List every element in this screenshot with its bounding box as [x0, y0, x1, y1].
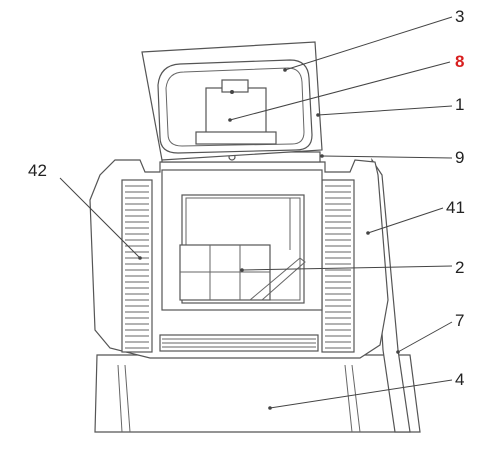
leader-dot-9	[320, 154, 324, 158]
callout-labels: 3 8 1 9 42 41 2 7 4	[28, 7, 465, 389]
leader-lines	[59, 16, 453, 410]
leader-line-7	[397, 321, 453, 353]
lid	[141, 41, 323, 161]
leader-line-1	[317, 105, 453, 116]
left-vent-grille	[121, 179, 153, 353]
callout-label-4: 4	[455, 370, 464, 389]
leader-dot-3	[283, 68, 287, 72]
leader-line-9	[321, 155, 453, 159]
leader-line-41	[367, 207, 444, 234]
leader-line-3	[284, 16, 453, 71]
callout-label-8: 8	[455, 52, 464, 71]
leader-line-8	[229, 61, 451, 121]
leader-dot-2	[240, 268, 244, 272]
inner-chamber	[161, 169, 323, 311]
leader-dot-41	[366, 231, 370, 235]
leader-dot-7	[396, 350, 400, 354]
leader-line-4	[269, 379, 453, 409]
callout-label-3: 3	[455, 7, 464, 26]
lower-cabinet	[94, 354, 421, 433]
callout-label-2: 2	[455, 258, 464, 277]
right-vent-grille	[321, 179, 355, 353]
cell-grid	[179, 244, 271, 301]
callout-label-9: 9	[455, 148, 464, 167]
callout-label-1: 1	[455, 95, 464, 114]
leader-dot-42	[138, 256, 142, 260]
leader-line-42	[59, 177, 141, 259]
leader-dot-1	[316, 113, 320, 117]
leader-dot-4	[268, 406, 272, 410]
lid-component	[195, 79, 277, 145]
leader-dot-8	[228, 118, 232, 122]
callout-label-42: 42	[28, 161, 47, 180]
leader-line-2	[241, 265, 453, 271]
callout-label-7: 7	[455, 311, 464, 330]
callout-label-41: 41	[446, 198, 465, 217]
bottom-vent	[159, 334, 319, 352]
